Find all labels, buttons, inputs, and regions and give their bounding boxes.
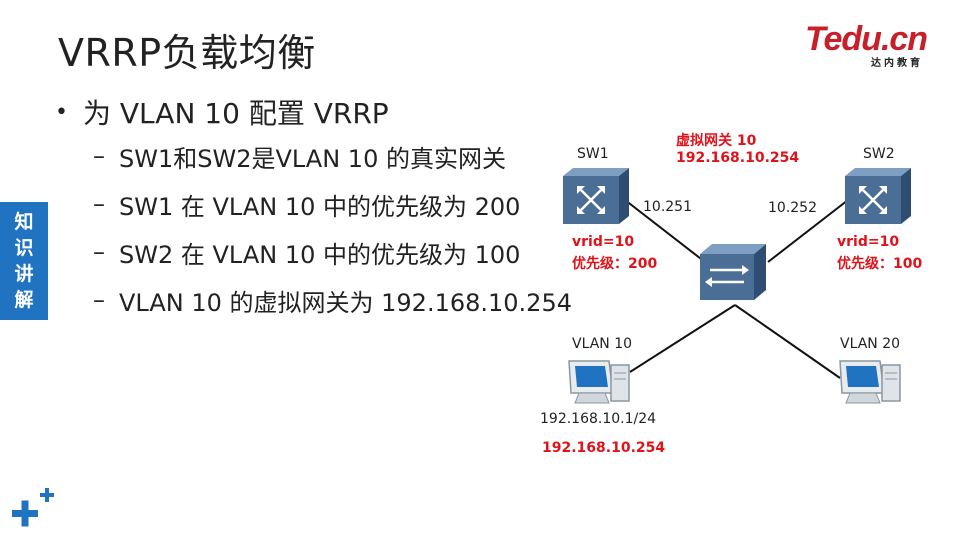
sw1-switch-icon [563, 168, 629, 224]
page-title: VRRP负载均衡 [58, 31, 316, 75]
sw1-priority: 优先级：200 [572, 256, 658, 272]
bullet-dot: • [55, 99, 68, 125]
sw1-label: SW1 [577, 146, 609, 162]
link-sw1-core [624, 199, 706, 263]
sw2-switch-icon [845, 168, 911, 224]
bullet-main: • 为 VLAN 10 配置 VRRP [55, 92, 572, 132]
bullet-sub: – SW1和SW2是VLAN 10 的真实网关 [55, 132, 572, 180]
links [624, 199, 849, 379]
sw2-priority: 优先级：100 [837, 256, 923, 272]
virtual-gateway-label: 虚拟网关 10 [676, 133, 757, 149]
bullet-main-text: 为 VLAN 10 配置 VRRP [83, 97, 389, 130]
virtual-gateway-ip: 192.168.10.254 [676, 150, 800, 166]
vlan10-label: VLAN 10 [572, 336, 633, 352]
plus-decoration-icon [12, 488, 54, 527]
pc-vlan10-icon [568, 360, 630, 404]
pc-vlan20-icon [839, 360, 901, 404]
logo-subtitle: 达内教育 [871, 58, 923, 69]
bullet-list: • 为 VLAN 10 配置 VRRP – SW1和SW2是VLAN 10 的真… [55, 92, 572, 324]
pc-vlan10-gateway: 192.168.10.254 [542, 440, 666, 456]
bullet-sub-text: SW1 在 VLAN 10 中的优先级为 200 [119, 192, 521, 221]
link-sw2-core [767, 199, 849, 263]
sw1-ip-label: 10.251 [643, 199, 692, 215]
bullet-sub-text: SW1和SW2是VLAN 10 的真实网关 [119, 144, 506, 173]
bullet-sub: – SW2 在 VLAN 10 中的优先级为 100 [55, 228, 572, 276]
logo-text: Tedu.cn [805, 20, 928, 58]
side-tab-knowledge[interactable]: 知 识 讲 解 [0, 202, 48, 320]
sw2-vrid: vrid=10 [837, 234, 900, 250]
pc-vlan10-ip: 192.168.10.1/24 [540, 411, 657, 427]
bullet-sub: – VLAN 10 的虚拟网关为 192.168.10.254 [55, 276, 572, 324]
tedu-logo: Tedu.cn 达内教育 [805, 20, 940, 70]
bullet-sub: – SW1 在 VLAN 10 中的优先级为 200 [55, 180, 572, 228]
bullet-sub-text: VLAN 10 的虚拟网关为 192.168.10.254 [119, 288, 572, 317]
sw2-ip-label: 10.252 [768, 200, 817, 216]
link-core-pc20 [734, 304, 841, 379]
sw2-label: SW2 [863, 146, 895, 162]
bullet-sub-text: SW2 在 VLAN 10 中的优先级为 100 [119, 240, 521, 269]
link-core-pc10 [629, 304, 736, 373]
sw1-vrid: vrid=10 [572, 234, 635, 250]
vlan20-label: VLAN 20 [840, 336, 901, 352]
core-switch-icon [700, 244, 766, 300]
